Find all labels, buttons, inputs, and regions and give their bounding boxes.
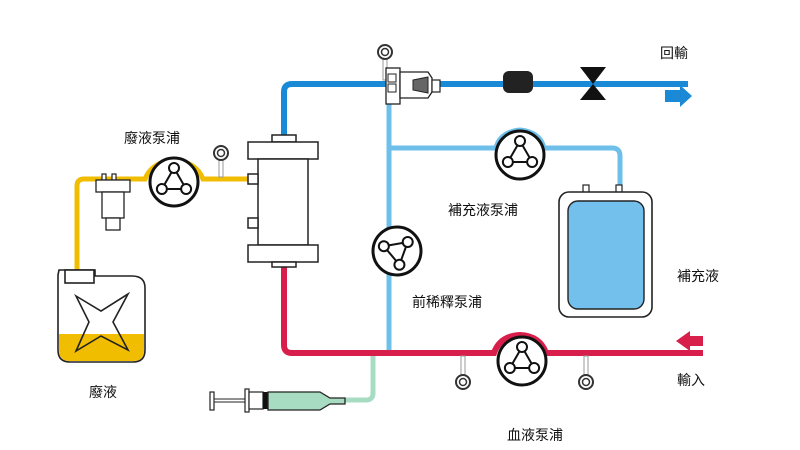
return-arrow bbox=[665, 85, 692, 107]
air-trap-icon bbox=[385, 67, 441, 105]
input-label: 輸入 bbox=[677, 373, 705, 389]
return-line bbox=[281, 81, 688, 138]
pressure-gauge-icon bbox=[578, 355, 594, 390]
input-arrow bbox=[676, 331, 703, 351]
replacement-pump-label: 補充液泵浦 bbox=[448, 203, 518, 219]
pressure-gauge-icon bbox=[213, 145, 229, 178]
blood-leak-detector-icon bbox=[95, 173, 131, 231]
predilution-pump-icon bbox=[371, 225, 423, 277]
anticoagulant-syringe bbox=[209, 388, 346, 413]
replacement-pump-icon bbox=[494, 129, 546, 181]
waste-pump-icon bbox=[148, 156, 200, 208]
replacement-fluid-label: 補充液 bbox=[677, 269, 719, 285]
blood-pump-icon bbox=[496, 335, 548, 387]
air-detector-icon bbox=[503, 71, 533, 93]
pressure-gauge-icon bbox=[377, 44, 393, 81]
clamp-valve-icon bbox=[580, 67, 606, 100]
anticoag-line bbox=[345, 356, 376, 403]
blood-pump-label: 血液泵浦 bbox=[507, 428, 563, 444]
hemofilter bbox=[247, 134, 319, 268]
predilution-pump-label: 前稀釋泵浦 bbox=[412, 295, 482, 311]
return-label: 回輸 bbox=[660, 46, 688, 62]
pressure-gauge-icon bbox=[455, 355, 471, 390]
replacement-fluid-bag bbox=[558, 184, 653, 318]
waste-pump-label: 廢液泵浦 bbox=[124, 131, 180, 147]
waste-container bbox=[57, 269, 146, 363]
waste-label: 廢液 bbox=[89, 385, 117, 401]
